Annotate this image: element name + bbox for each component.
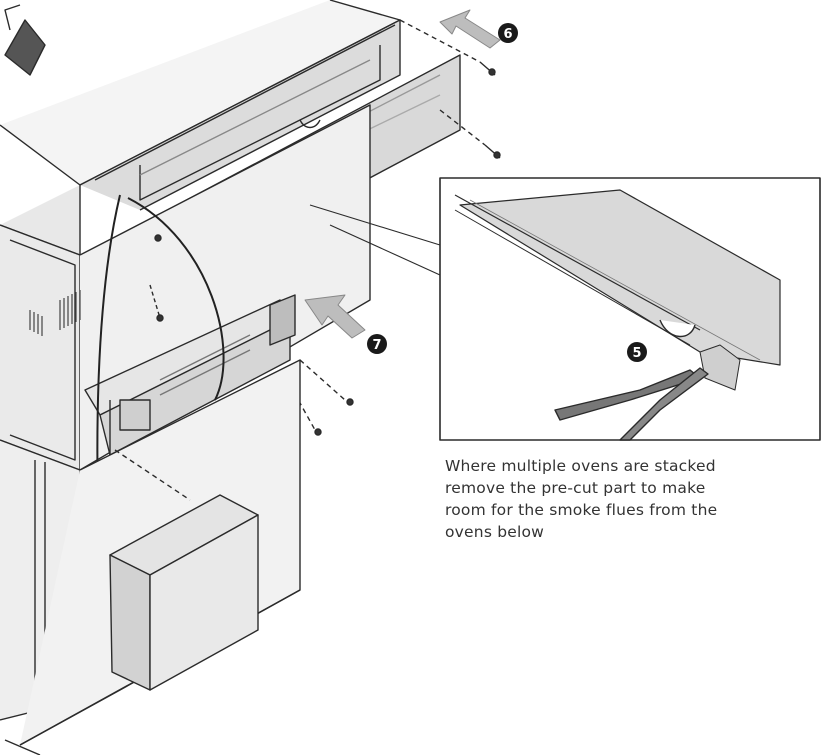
screw-icon — [346, 398, 354, 406]
direction-arrow — [439, 9, 501, 49]
vent-grille — [29, 290, 81, 336]
caption-line: Where multiple ovens are stacked — [445, 457, 716, 475]
step-badge-detail — [627, 342, 647, 362]
detail-inset — [439, 177, 821, 441]
junction-box — [109, 494, 259, 691]
power-cable — [127, 197, 225, 401]
caption-line: room for the smoke flues from the — [445, 501, 718, 519]
step-label-6: 6 — [503, 27, 512, 42]
screw-icon — [154, 234, 162, 242]
step-badge-7 — [367, 334, 387, 354]
caption-line: remove the pre-cut part to make — [445, 479, 706, 497]
knob-icon — [4, 19, 46, 76]
caption-line: ovens below — [445, 523, 545, 541]
screw-icon — [156, 314, 164, 322]
step-label-detail: 5 — [632, 346, 641, 361]
step-badge-6 — [498, 23, 518, 43]
detail-caption: Where multiple ovens are stacked remove … — [445, 455, 822, 543]
direction-arrow — [304, 294, 366, 339]
screw-icon — [479, 61, 496, 76]
oven-top-body — [0, 0, 401, 256]
screw-icon — [484, 144, 501, 159]
electrical-box — [84, 294, 296, 456]
step-label-7: 7 — [372, 338, 381, 353]
screw-icon — [314, 428, 322, 436]
